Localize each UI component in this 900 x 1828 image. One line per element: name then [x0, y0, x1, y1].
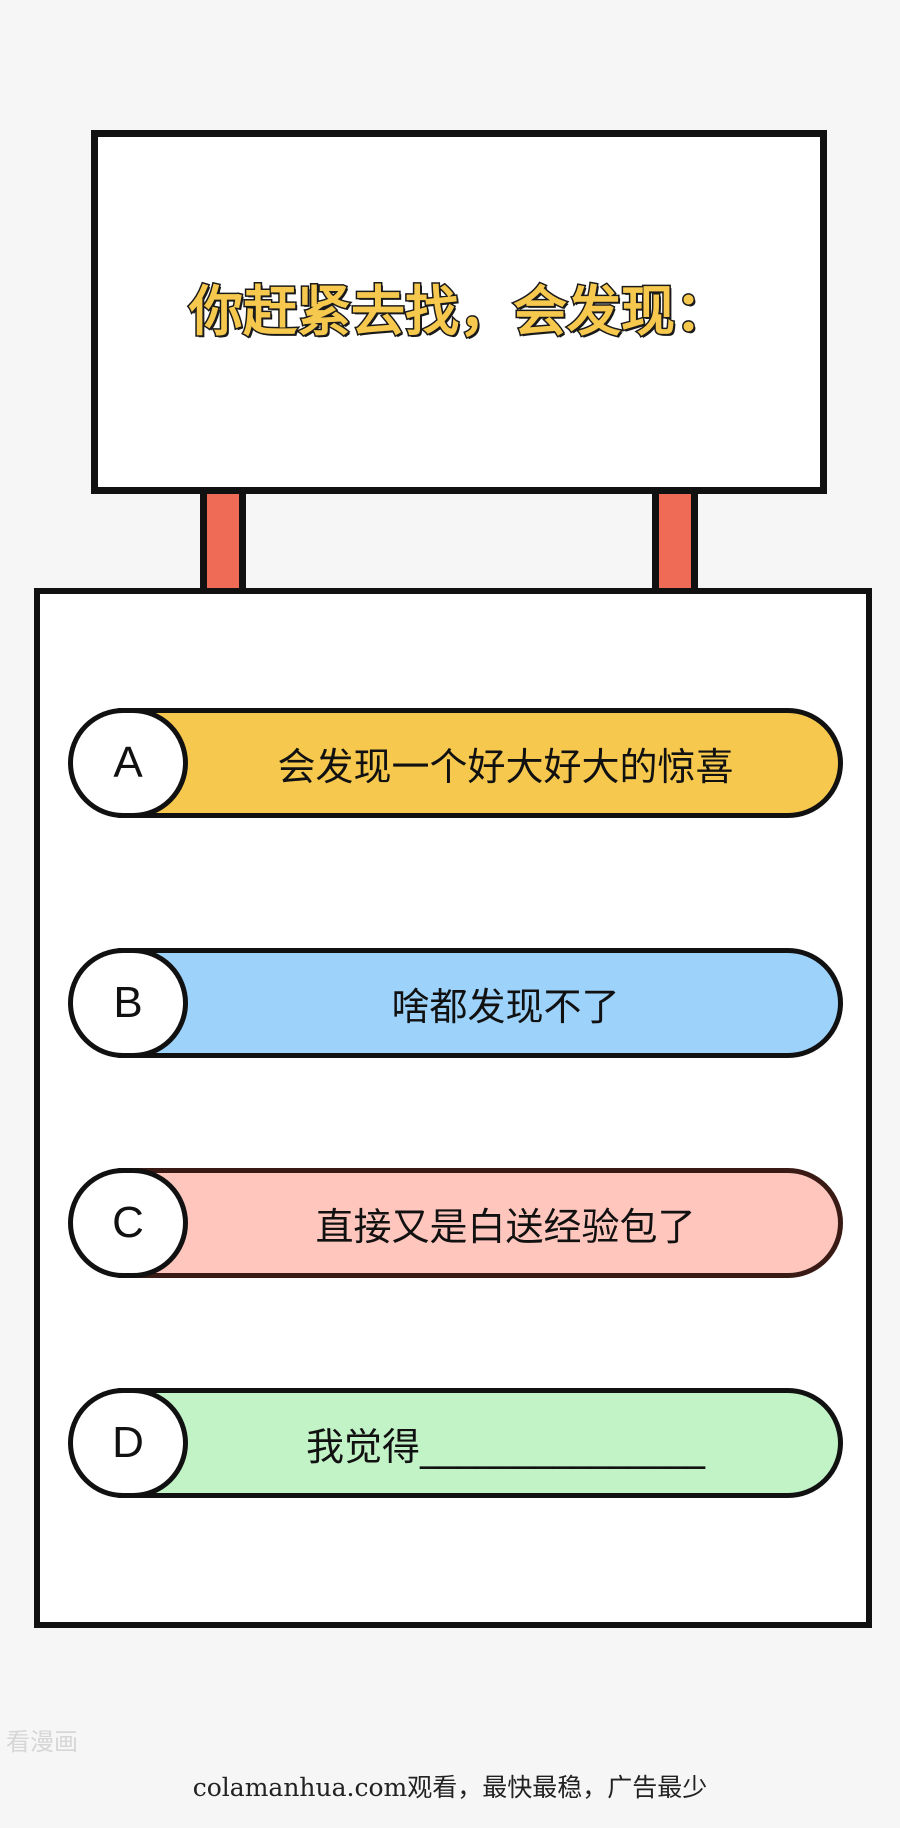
- option-b-badge[interactable]: B: [68, 948, 188, 1058]
- option-c-letter: C: [112, 1198, 144, 1247]
- option-b-bar[interactable]: 啥都发现不了: [118, 948, 843, 1058]
- option-d-text: 我觉得_______________: [305, 1424, 705, 1469]
- option-d-letter: D: [112, 1418, 144, 1467]
- sign-board: 你赶紧去找，会发现：: [91, 130, 827, 494]
- option-d[interactable]: 我觉得_______________ D: [68, 1388, 843, 1498]
- sign-post-right: [652, 494, 698, 588]
- option-b[interactable]: 啥都发现不了 B: [68, 948, 843, 1058]
- option-d-bar[interactable]: 我觉得_______________: [118, 1388, 843, 1498]
- option-a-text: 会发现一个好大好大的惊喜: [277, 744, 734, 789]
- sign-post-left: [200, 494, 246, 588]
- option-c-bar[interactable]: 直接又是白送经验包了: [118, 1168, 843, 1278]
- watermark-text: 看漫画: [6, 1728, 78, 1756]
- footer-credit: colamanhua.com观看，最快最稳，广告最少: [192, 1773, 708, 1802]
- option-c-badge[interactable]: C: [68, 1168, 188, 1278]
- sign-title: 你赶紧去找，会发现：: [188, 278, 731, 344]
- option-a[interactable]: 会发现一个好大好大的惊喜 A: [68, 708, 843, 818]
- option-a-badge[interactable]: A: [68, 708, 188, 818]
- option-a-bar[interactable]: 会发现一个好大好大的惊喜: [118, 708, 843, 818]
- option-b-letter: B: [113, 978, 143, 1027]
- option-a-letter: A: [113, 738, 143, 787]
- option-c-text: 直接又是白送经验包了: [315, 1204, 696, 1249]
- option-c[interactable]: 直接又是白送经验包了 C: [68, 1168, 843, 1278]
- option-d-badge[interactable]: D: [68, 1388, 188, 1498]
- option-b-text: 啥都发现不了: [391, 984, 620, 1029]
